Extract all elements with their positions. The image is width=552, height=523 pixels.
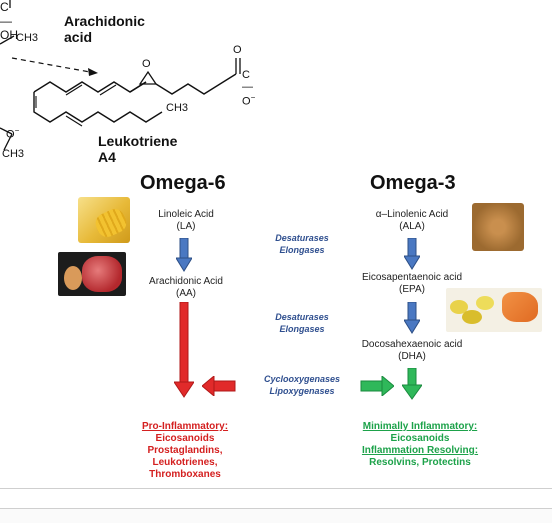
omega6-down-arrow-1 — [176, 238, 192, 272]
omega3-title: Omega-3 — [370, 172, 456, 194]
enzyme-label-2: Desaturases Elongases — [275, 312, 329, 334]
enzyme-label-1: Desaturases Elongases — [275, 233, 329, 255]
ch3-chain-label: CH3 — [166, 102, 189, 114]
omega3-down-arrow-2 — [404, 302, 420, 334]
enzyme-label-3: Cyclooxygenases Lipoxygenases — [263, 374, 341, 396]
carboxylate-label: C—O− — [242, 69, 256, 108]
corn-oil-image — [78, 197, 130, 243]
ch3-left-label: CH3 — [2, 148, 25, 160]
leukotriene-title: Leukotriene A4 — [98, 133, 178, 165]
carboxyl-oh-label: C—OH — [0, 0, 18, 42]
o-minus-left-label: O− — [6, 126, 20, 141]
right-green-arrow — [360, 376, 394, 396]
carbonyl-o-label: O — [233, 44, 242, 56]
omega3-down-arrow-1 — [404, 238, 420, 270]
arachidonic-acid-title: Arachidonic acid — [64, 13, 145, 45]
omega6-red-arrow — [174, 302, 194, 398]
omega3-epa: Eicosapentaenoic acid (EPA) — [361, 272, 463, 295]
minimally-inflammatory-outcome: Minimally Inflammatory: Eicosanoids Infl… — [361, 421, 479, 468]
flaxseed-image — [472, 203, 524, 251]
ch3-top-label: CH3 — [16, 32, 39, 44]
omega6-linoleic: Linoleic Acid (LA) — [158, 209, 214, 232]
omega3-alpha-linolenic: α–Linolenic Acid (ALA) — [375, 209, 449, 232]
omega6-arachidonic: Arachidonic Acid (AA) — [149, 276, 223, 299]
omega3-green-arrow — [402, 368, 422, 400]
epoxide-o-label: O — [142, 58, 151, 70]
omega3-dha: Docosahexaenoic acid (DHA) — [361, 339, 463, 362]
pro-inflammatory-outcome: Pro-Inflammatory: Eicosanoids Prostaglan… — [141, 421, 229, 480]
fish-oil-salmon-image — [446, 288, 542, 332]
image-bottom-border — [0, 488, 552, 489]
omega6-title: Omega-6 — [140, 172, 226, 194]
molecule-drawing — [0, 0, 241, 151]
left-red-arrow — [202, 376, 236, 396]
next-panel-edge — [0, 508, 552, 523]
eggs-meat-image — [58, 252, 126, 296]
